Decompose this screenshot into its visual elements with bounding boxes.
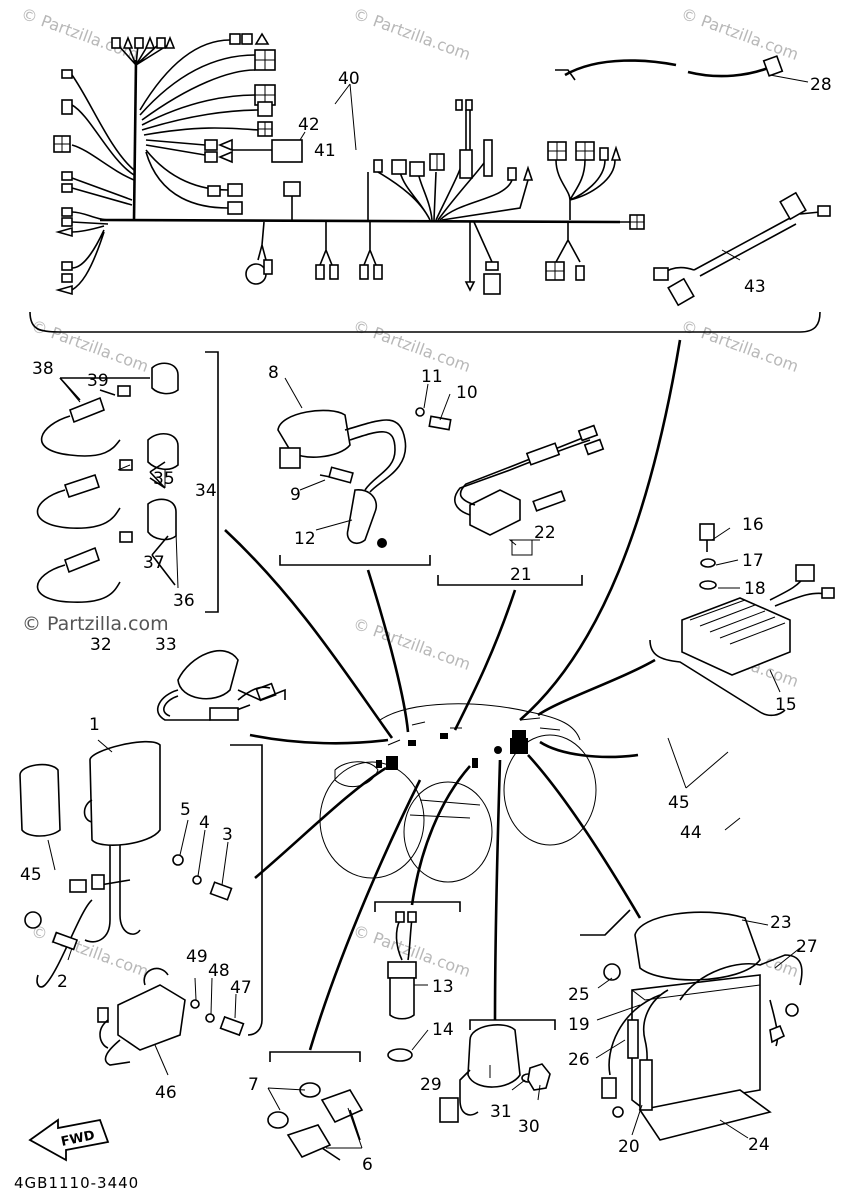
callout-9: 9: [290, 485, 301, 505]
callout-labels: 1 2 3 4 5 6 7 8 9 10 11 12 13 14 15 16 1…: [20, 69, 832, 1175]
callout-44: 44: [680, 823, 702, 843]
callout-48: 48: [208, 961, 230, 981]
callout-20: 20: [618, 1137, 640, 1157]
rectifier-regulator: [649, 523, 835, 717]
watermark: © Partzilla.com: [351, 4, 474, 64]
callout-31: 31: [490, 1102, 512, 1122]
callout-1: 1: [89, 715, 100, 735]
callout-18: 18: [744, 579, 766, 599]
callout-45: 45: [668, 793, 690, 813]
callout-4: 4: [199, 813, 210, 833]
callout-14: 14: [432, 1020, 454, 1040]
wire-harness: [53, 32, 645, 296]
callout-pointers: [47, 74, 809, 1149]
watermark: © Partzilla.com: [679, 316, 802, 376]
callout-15: 15: [775, 695, 797, 715]
sensor-38: [40, 362, 179, 457]
oil-switch-group: [374, 901, 461, 1062]
cdi-group: [19, 740, 263, 1066]
callout-36: 36: [173, 591, 195, 611]
starter-relay-lead: [437, 424, 605, 586]
part-code: 4GB1110-3440: [14, 1174, 139, 1192]
callout-6: 6: [362, 1155, 373, 1175]
callout-24: 24: [748, 1135, 770, 1155]
callout-19: 19: [568, 1015, 590, 1035]
callout-5: 5: [180, 800, 191, 820]
connector-top-row: [111, 35, 176, 49]
sensor-35: [36, 433, 179, 529]
callout-42: 42: [298, 115, 320, 135]
callout-26: 26: [568, 1050, 590, 1070]
fwd-label: FWD: [60, 1128, 97, 1150]
watermark: © Partzilla.com: [679, 4, 802, 64]
callout-23: 23: [770, 913, 792, 933]
callout-27: 27: [796, 937, 818, 957]
neutral-switch-lead: [156, 649, 286, 721]
callout-33: 33: [155, 635, 177, 655]
watermark: © Partzilla.com: [351, 316, 474, 376]
callout-32: 32: [90, 635, 112, 655]
leader-lines: [224, 339, 682, 1051]
watermark-dark: © Partzilla.com: [22, 613, 169, 635]
callout-39: 39: [87, 371, 109, 391]
callout-41: 41: [314, 141, 336, 161]
section-bracket: [29, 311, 821, 333]
callout-45-left: 45: [20, 865, 42, 885]
callout-2: 2: [57, 972, 68, 992]
callout-7: 7: [248, 1075, 259, 1095]
callout-49: 49: [186, 947, 208, 967]
callout-22: 22: [534, 523, 556, 543]
callout-35: 35: [153, 469, 175, 489]
relay-42: [271, 139, 303, 163]
callout-40: 40: [338, 69, 360, 89]
callout-3: 3: [222, 825, 233, 845]
callout-37: 37: [143, 553, 165, 573]
callout-30: 30: [518, 1117, 540, 1137]
wire-lead-28: [555, 55, 784, 81]
battery-group: [580, 909, 803, 1141]
fwd-arrow-icon: FWD: [28, 1118, 110, 1162]
callout-16: 16: [742, 515, 764, 535]
sensor-37: [36, 498, 177, 603]
bulb-sockets: [267, 1051, 364, 1161]
callout-10: 10: [456, 383, 478, 403]
callout-34: 34: [195, 481, 217, 501]
vehicle-sketch: [319, 703, 597, 883]
switch-group: [36, 351, 219, 613]
callout-11: 11: [421, 367, 443, 387]
watermark: © Partzilla.com: [19, 4, 142, 64]
starter-relay: [439, 1019, 556, 1123]
callout-29: 29: [420, 1075, 442, 1095]
callout-43: 43: [744, 277, 766, 297]
callout-25: 25: [568, 985, 590, 1005]
callout-38: 38: [32, 359, 54, 379]
callout-12: 12: [294, 529, 316, 549]
callout-28: 28: [810, 75, 832, 95]
callout-13: 13: [432, 977, 454, 997]
callout-47: 47: [230, 978, 252, 998]
wire-lead-43: [653, 191, 831, 307]
ignition-coil: [277, 407, 452, 566]
watermark: © Partzilla.com: [351, 614, 474, 674]
callout-46: 46: [155, 1083, 177, 1103]
callout-21: 21: [510, 565, 532, 585]
callout-17: 17: [742, 551, 764, 571]
callout-8: 8: [268, 363, 279, 383]
watermark: © Partzilla.com: [29, 921, 152, 981]
